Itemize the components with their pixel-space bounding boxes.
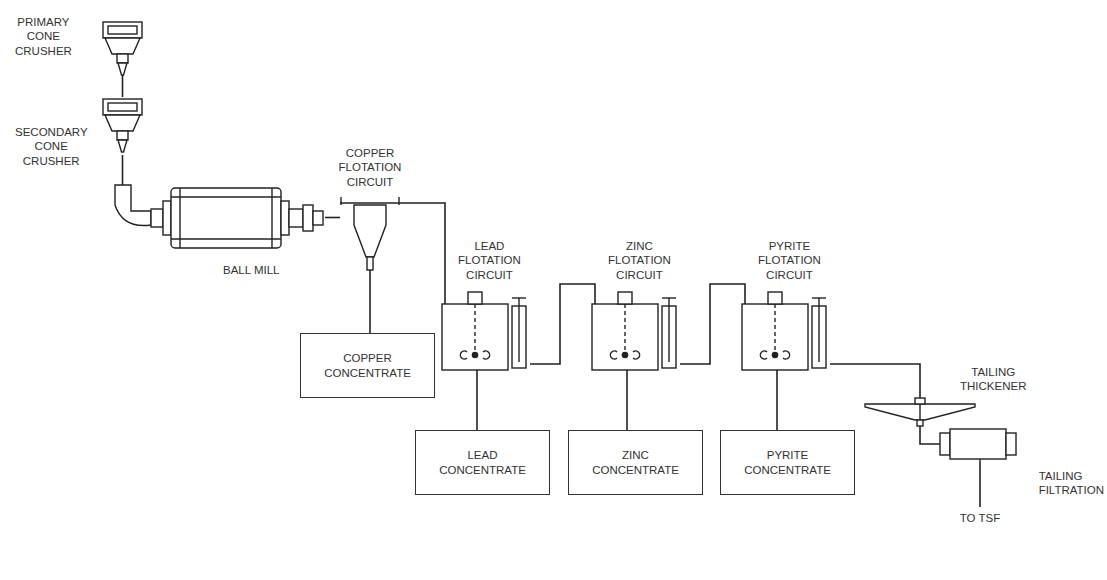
concentrate-box: COPPER CONCENTRATE xyxy=(300,333,435,398)
discharge-line xyxy=(979,462,981,507)
flow-line xyxy=(325,217,340,219)
equipment-label: SECONDARY CONE CRUSHER xyxy=(15,125,87,168)
filter-unit: TAILING FILTRATION xyxy=(940,425,1020,462)
tank-unit: ZINC FLOTATION CIRCUIT xyxy=(590,290,680,372)
cyclone-symbol xyxy=(340,195,400,270)
tank-unit: PYRITE FLOTATION CIRCUIT xyxy=(740,290,830,372)
equipment-label: LEAD FLOTATION CIRCUIT xyxy=(458,239,521,282)
crusher-unit: SECONDARY CONE CRUSHER xyxy=(95,97,150,155)
filter-symbol xyxy=(940,425,1020,462)
flow-line xyxy=(122,75,124,97)
cyclone-unit: COPPER FLOTATION CIRCUIT xyxy=(340,195,400,270)
box-label: COPPER CONCENTRATE xyxy=(313,351,423,380)
tank-symbol xyxy=(590,290,680,372)
tank-symbol xyxy=(440,290,530,372)
mill-symbol xyxy=(115,185,325,250)
equipment-label: TAILING THICKENER xyxy=(960,365,1026,394)
equipment-label: PRIMARY CONE CRUSHER xyxy=(15,15,72,58)
flow-line xyxy=(920,426,940,444)
flow-line xyxy=(530,284,595,364)
box-label: LEAD CONCENTRATE xyxy=(428,448,538,477)
destination-label: TO TSF xyxy=(960,511,1000,525)
crusher-symbol xyxy=(95,97,150,155)
flow-line xyxy=(776,370,778,430)
thickener-unit: TAILING THICKENER xyxy=(865,398,975,426)
equipment-label: BALL MILL xyxy=(223,263,279,277)
flow-line xyxy=(122,155,124,185)
equipment-label: ZINC FLOTATION CIRCUIT xyxy=(608,239,671,282)
equipment-label: PYRITE FLOTATION CIRCUIT xyxy=(758,239,821,282)
mill-unit: BALL MILL xyxy=(115,185,325,250)
tank-unit: LEAD FLOTATION CIRCUIT xyxy=(440,290,530,372)
flow-line xyxy=(369,270,371,333)
crusher-symbol xyxy=(95,20,150,75)
box-label: PYRITE CONCENTRATE xyxy=(733,448,843,477)
flow-line xyxy=(476,370,478,430)
concentrate-box: PYRITE CONCENTRATE xyxy=(720,430,855,495)
equipment-label: COPPER FLOTATION CIRCUIT xyxy=(339,146,402,189)
flow-line xyxy=(400,203,445,304)
crusher-unit: PRIMARY CONE CRUSHER xyxy=(95,20,150,75)
equipment-label: TAILING FILTRATION xyxy=(1039,469,1104,498)
flow-line xyxy=(830,364,920,398)
flow-line xyxy=(680,284,745,364)
tank-symbol xyxy=(740,290,830,372)
thickener-symbol xyxy=(865,398,975,426)
concentrate-box: ZINC CONCENTRATE xyxy=(568,430,703,495)
concentrate-box: LEAD CONCENTRATE xyxy=(415,430,550,495)
box-label: ZINC CONCENTRATE xyxy=(581,448,691,477)
flow-line xyxy=(626,370,628,430)
